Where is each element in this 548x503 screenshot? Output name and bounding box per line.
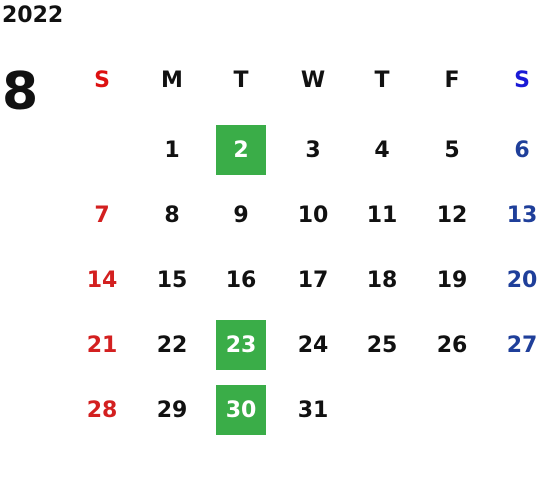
day-cell[interactable]: 29	[156, 397, 188, 423]
day-cell[interactable]: 15	[156, 267, 188, 293]
day-cell[interactable]: 17	[297, 267, 329, 293]
day-cell[interactable]: 9	[233, 202, 249, 228]
day-cell-highlighted[interactable]: 23	[216, 320, 266, 370]
day-cell[interactable]: 31	[297, 397, 329, 423]
day-cell[interactable]: 16	[225, 267, 257, 293]
day-cell[interactable]: 28	[86, 397, 118, 423]
day-cell[interactable]: 1	[164, 137, 180, 163]
day-cell[interactable]: 27	[506, 332, 538, 358]
day-cell[interactable]: 24	[297, 332, 329, 358]
day-cell[interactable]: 4	[374, 137, 390, 163]
day-cell[interactable]: 3	[305, 137, 321, 163]
weekday-header: M	[161, 67, 183, 93]
day-cell[interactable]: 11	[366, 202, 398, 228]
weekday-header: T	[374, 67, 390, 93]
day-cell[interactable]: 25	[366, 332, 398, 358]
day-cell[interactable]: 18	[366, 267, 398, 293]
day-cell[interactable]: 19	[436, 267, 468, 293]
day-cell[interactable]: 12	[436, 202, 468, 228]
day-cell[interactable]: 26	[436, 332, 468, 358]
day-cell[interactable]: 8	[164, 202, 180, 228]
day-cell[interactable]: 20	[506, 267, 538, 293]
day-cell[interactable]: 14	[86, 267, 118, 293]
month-number: 8	[2, 62, 39, 122]
day-cell[interactable]: 22	[156, 332, 188, 358]
day-cell[interactable]: 13	[506, 202, 538, 228]
year-label: 2022	[2, 3, 64, 28]
weekday-header: T	[233, 67, 249, 93]
weekday-header: F	[444, 67, 460, 93]
day-cell[interactable]: 10	[297, 202, 329, 228]
day-cell-highlighted[interactable]: 2	[216, 125, 266, 175]
day-cell-highlighted[interactable]: 30	[216, 385, 266, 435]
day-cell[interactable]: 6	[514, 137, 530, 163]
day-cell[interactable]: 5	[444, 137, 460, 163]
weekday-header: W	[300, 67, 326, 93]
weekday-header: S	[514, 67, 530, 93]
day-cell[interactable]: 21	[86, 332, 118, 358]
day-cell[interactable]: 7	[94, 202, 110, 228]
weekday-header: S	[94, 67, 110, 93]
